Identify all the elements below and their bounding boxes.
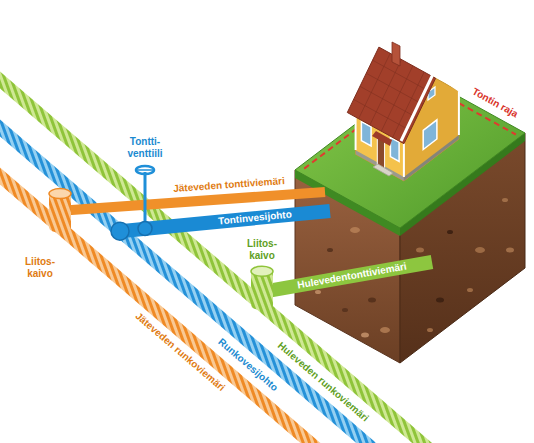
pebble xyxy=(447,230,453,234)
manhole-label: Liitos- kaivo xyxy=(247,238,277,262)
storm-main xyxy=(0,71,440,443)
valve xyxy=(136,166,154,236)
manhole xyxy=(251,266,273,310)
pebble xyxy=(416,248,424,253)
pebble xyxy=(475,247,485,253)
pebble xyxy=(436,298,444,303)
manhole-top xyxy=(251,266,273,276)
roof-trim xyxy=(401,73,465,141)
pebble xyxy=(502,198,508,202)
house xyxy=(347,42,465,181)
manhole-base xyxy=(49,223,71,233)
window xyxy=(390,138,399,162)
manhole xyxy=(49,189,71,233)
boundary-label: Tontin raja xyxy=(470,85,520,120)
chimney xyxy=(392,42,400,66)
pipe-label: Jäteveden tonttiviemäri xyxy=(173,175,285,195)
manhole-top xyxy=(49,189,71,199)
pebble xyxy=(315,290,321,294)
pebble xyxy=(427,328,433,332)
valve-body xyxy=(138,222,152,236)
pipe-label: Jäteveden runkoviemäri xyxy=(132,310,227,394)
pebble xyxy=(380,327,390,333)
pipe-junction xyxy=(111,222,129,240)
steps xyxy=(373,164,393,176)
pipe-label: Huleveden runkoviemäri xyxy=(275,339,371,424)
pebble xyxy=(467,288,473,292)
sewer-service-pipe xyxy=(68,192,325,210)
pebble xyxy=(506,248,514,253)
pipe-label: Tontinvesijohto xyxy=(218,209,293,228)
pebble xyxy=(368,298,376,303)
manhole-label: Liitos- kaivo xyxy=(25,256,55,280)
pebble xyxy=(327,248,333,252)
valve-label: Tontti- venttiili xyxy=(128,136,163,160)
manhole-base xyxy=(251,300,273,310)
valve-handwheel xyxy=(136,166,154,174)
pipe-label: Hulevedentonttiviemäri xyxy=(297,261,408,292)
sewer-main xyxy=(0,167,340,443)
valve-stem xyxy=(144,172,147,226)
valve-spoke xyxy=(136,169,154,171)
pebble xyxy=(342,308,348,312)
window xyxy=(423,120,437,150)
pebble xyxy=(350,227,360,233)
roof-tiles xyxy=(354,53,430,137)
corner-trim xyxy=(458,91,460,135)
pebble xyxy=(361,333,369,338)
